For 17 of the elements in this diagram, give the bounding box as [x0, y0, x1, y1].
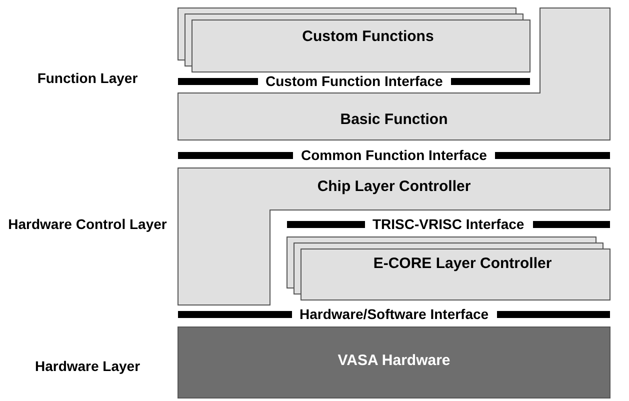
block-title: Custom Functions [301, 28, 435, 45]
block-title: Basic Function [339, 111, 449, 128]
controller-block [178, 168, 610, 305]
layer-label: Hardware Control Layer [7, 216, 168, 232]
interface-label: Hardware/Software Interface [300, 306, 489, 322]
block-title: E-CORE Layer Controller [372, 255, 553, 272]
interface-label: Common Function Interface [301, 147, 487, 163]
layer-label: Function Layer [36, 70, 139, 86]
hardware-block [178, 327, 610, 398]
interface-label: Custom Function Interface [266, 73, 443, 89]
layer-label: Hardware Layer [34, 358, 142, 374]
controller-block [287, 237, 610, 300]
block-title: Chip Layer Controller [316, 178, 472, 195]
function-block [178, 8, 530, 72]
block-title: VASA Hardware [336, 352, 452, 369]
function-block [178, 8, 610, 140]
interface-label: TRISC-VRISC Interface [372, 216, 524, 232]
